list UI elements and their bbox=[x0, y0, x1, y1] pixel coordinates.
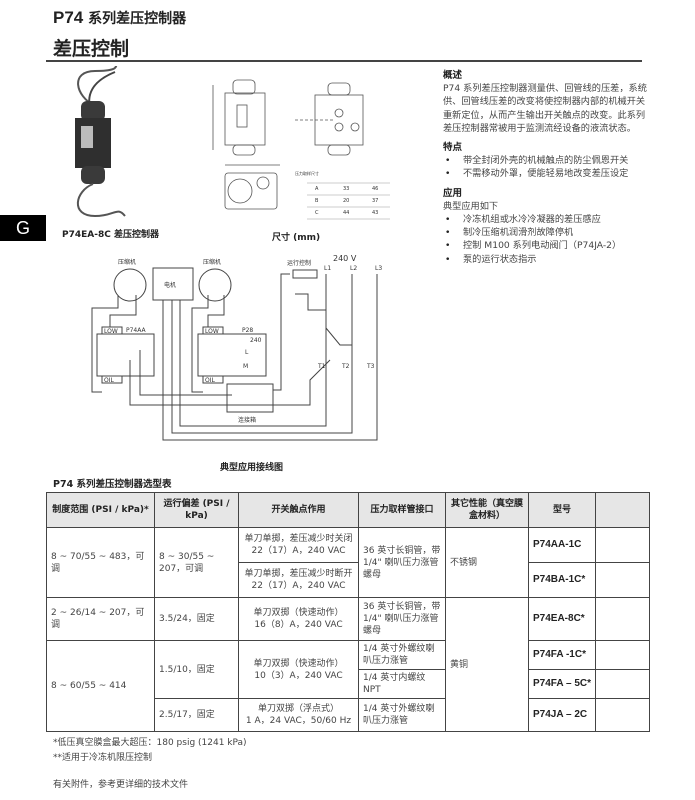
dim-value: 33 bbox=[343, 186, 349, 192]
col-header: 制度范围 (PSI / kPa)* bbox=[46, 492, 155, 528]
application-item: 制冷压缩机润滑剂故障停机 bbox=[443, 226, 648, 239]
label-l3: L3 bbox=[375, 265, 382, 272]
label-low: LOW bbox=[104, 328, 118, 335]
col-header: 开关触点作用 bbox=[238, 492, 359, 528]
dimension-caption: 尺寸 (mm) bbox=[272, 233, 321, 243]
model-cell: P74BA-1C* bbox=[528, 562, 596, 598]
diff-cell: 3.5/24，固定 bbox=[154, 597, 239, 641]
col-header: 运行偏差 (PSI / kPa) bbox=[154, 492, 239, 528]
col-header: 压力取样管接口 bbox=[358, 492, 446, 528]
model-cell: P74JA – 2C bbox=[528, 698, 596, 732]
label-low: LOW bbox=[205, 328, 219, 335]
dim-value: 37 bbox=[372, 198, 378, 204]
wiring-caption: 典型应用接线图 bbox=[220, 463, 284, 473]
table-row: 2 ~ 26/14 ~ 207，可调 3.5/24，固定 单刀双掷（快速动作）1… bbox=[46, 597, 650, 732]
model-cell: P74FA – 5C* bbox=[528, 669, 596, 699]
col-header: 型号 bbox=[528, 492, 596, 528]
diff-cell: 8 ~ 30/55 ~ 207，可调 bbox=[154, 527, 239, 598]
label-l: L bbox=[245, 349, 249, 356]
series-title: P74 系列差压控制器 bbox=[53, 8, 187, 27]
action-cell: 单刀双掷（快速动作）16（8）A，240 VAC bbox=[238, 597, 359, 641]
label-motor: 电机 bbox=[164, 281, 176, 289]
table-row: 8 ~ 70/55 ~ 483，可调 8 ~ 30/55 ~ 207，可调 单刀… bbox=[46, 527, 650, 598]
product-photo bbox=[75, 66, 126, 218]
wiring-diagram: 压缩机 压缩机 电机 运行控制 240 V L1 L2 L3 T1 T2 T3 … bbox=[91, 254, 382, 441]
overview-heading: 概述 bbox=[443, 70, 463, 81]
col-header bbox=[595, 492, 650, 528]
label-compressor: 压缩机 bbox=[203, 258, 221, 266]
action-cell: 单刀双掷（浮点式）1 A，24 VAC，50/60 Hz bbox=[238, 698, 359, 732]
features-heading: 特点 bbox=[443, 142, 463, 154]
footnote: 有关附件，参考更详细的技术文件 bbox=[53, 780, 189, 790]
table-row: 2.5/17，固定 单刀双掷（浮点式）1 A，24 VAC，50/60 Hz 1… bbox=[47, 698, 650, 732]
label-oil: OIL bbox=[104, 377, 114, 384]
section-tab: G bbox=[0, 215, 46, 241]
feature-item: 带全封闭外壳的机械触点的防尘佩恩开关 bbox=[443, 154, 648, 167]
diff-cell: 1.5/10，固定 bbox=[154, 640, 239, 699]
label-l1: L1 bbox=[324, 265, 331, 272]
dim-value: 20 bbox=[343, 198, 349, 204]
range-cell: 8 ~ 70/55 ~ 483，可调 bbox=[46, 527, 155, 598]
dimension-drawing: 压力取样尺寸 A 33 46 B 20 37 C 44 43 bbox=[212, 79, 390, 220]
range-cell: 8 ~ 60/55 ~ 414 bbox=[46, 640, 155, 732]
label-240: 240 bbox=[250, 337, 262, 344]
application-item: 控制 M100 系列电动阀门（P74JA-2） bbox=[443, 239, 648, 252]
label-t2: T2 bbox=[341, 363, 350, 370]
action-cell: 单刀双掷（快速动作）10（3）A，240 VAC bbox=[238, 640, 359, 699]
footnote: **适用于冷冻机限压控制 bbox=[53, 753, 153, 763]
label-compressor: 压缩机 bbox=[118, 258, 136, 266]
label-oil: OIL bbox=[205, 377, 215, 384]
material-cell: 黄铜 bbox=[445, 597, 529, 732]
dim-value: 46 bbox=[372, 186, 378, 192]
label-m: M bbox=[243, 363, 248, 370]
model-cell: P74FA -1C* bbox=[528, 640, 596, 670]
connection-cell: 36 英寸长铜管，带 1/4" 喇叭压力涨管螺母 bbox=[358, 527, 446, 598]
connection-cell: 36 英寸长铜管，带 1/4" 喇叭压力涨管螺母 bbox=[358, 597, 446, 641]
label-t1: T1 bbox=[317, 363, 326, 370]
label-l2: L2 bbox=[350, 265, 357, 272]
dim-key: C bbox=[315, 210, 319, 216]
connection-cell: 1/4 英寸外螺纹喇叭压力涨管 bbox=[358, 698, 446, 732]
table-header-row: 制度范围 (PSI / kPa)* 运行偏差 (PSI / kPa) 开关触点作… bbox=[46, 492, 650, 528]
table-row: 1/4 英寸内螺纹 NPT P74FA – 5C* bbox=[47, 669, 650, 699]
applications-intro: 典型应用如下 bbox=[443, 200, 499, 212]
application-item: 泵的运行状态指示 bbox=[443, 253, 648, 266]
page-title: 差压控制 bbox=[53, 38, 130, 60]
label-voltage: 240 V bbox=[333, 254, 357, 263]
applications-heading: 应用 bbox=[443, 187, 463, 199]
range-cell: 2 ~ 26/14 ~ 207，可调 bbox=[46, 597, 155, 641]
application-item: 冷冻机组或水冷冷凝器的差压感应 bbox=[443, 213, 648, 226]
feature-item: 不需移动外罩，便能轻易地改变差压设定 bbox=[443, 167, 648, 180]
table-row: 8 ~ 60/55 ~ 414 1.5/10，固定 单刀双掷（快速动作）10（3… bbox=[46, 640, 650, 732]
col-header: 其它性能（真空膜盒材料） bbox=[445, 492, 529, 528]
dim-key: B bbox=[315, 198, 319, 204]
label-junction-box: 连接箱 bbox=[238, 416, 256, 424]
photo-caption: P74EA-8C 差压控制器 bbox=[62, 230, 159, 240]
model-cell: P74EA-8C* bbox=[528, 597, 596, 641]
description-column: 概述 P74 系列差压控制器测量供、回管线的压差，系统供、回管线压差的改变将使控… bbox=[443, 69, 648, 266]
diff-cell: 2.5/17，固定 bbox=[154, 698, 239, 732]
header-divider bbox=[46, 60, 642, 62]
footnote: *低压真空膜盒最大超压：180 psig (1241 kPa) bbox=[53, 738, 247, 748]
selection-table: 制度范围 (PSI / kPa)* 运行偏差 (PSI / kPa) 开关触点作… bbox=[46, 492, 650, 732]
label-run-control: 运行控制 bbox=[287, 259, 311, 267]
connection-cell: 1/4 英寸内螺纹 NPT bbox=[358, 669, 446, 699]
connection-cell: 1/4 英寸外螺纹喇叭压力涨管 bbox=[358, 640, 446, 670]
dim-value: 44 bbox=[343, 210, 349, 216]
dim-table-title: 压力取样尺寸 bbox=[295, 170, 319, 176]
model-cell: P74AA-1C bbox=[528, 527, 596, 563]
material-cell: 不锈钢 bbox=[445, 527, 529, 598]
label-p28: P28 bbox=[242, 327, 253, 334]
table-title: P74 系列差压控制器选型表 bbox=[53, 479, 172, 490]
dim-key: A bbox=[315, 186, 319, 192]
dim-value: 43 bbox=[372, 210, 378, 216]
overview-text: P74 系列差压控制器测量供、回管线的压差，系统供、回管线压差的改变将使控制器内… bbox=[443, 83, 647, 134]
label-p74aa: P74AA bbox=[126, 327, 147, 334]
label-t3: T3 bbox=[366, 363, 375, 370]
